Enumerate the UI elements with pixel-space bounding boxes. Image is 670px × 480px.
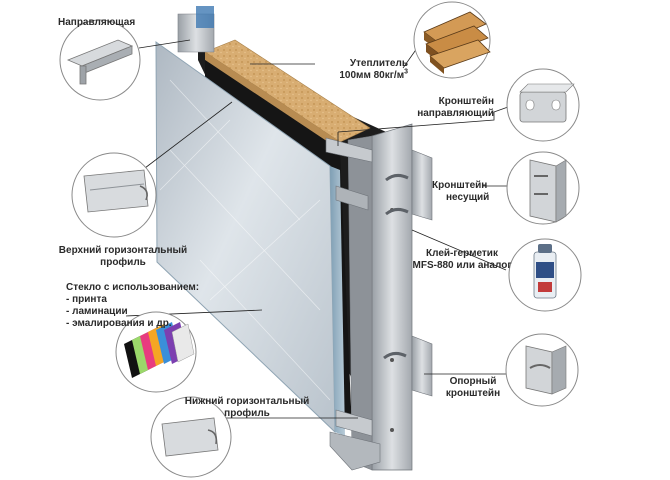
label-guide-bracket-l1: Кронштейн (438, 96, 494, 107)
label-upper-profile-l1: Верхний горизонтальный (58, 245, 188, 256)
bracket-clips (383, 173, 409, 360)
label-guide: Направляющая (58, 17, 136, 28)
glass-color-samples-icon (124, 322, 195, 378)
sealant-can-icon (533, 244, 557, 299)
support-bracket-icon (525, 345, 567, 395)
label-insulation-spec-sup: 3 (404, 68, 408, 76)
label-glass-title: Стекло с использованием: (66, 282, 200, 293)
label-support-bracket: Опорный кронштейн (440, 376, 506, 400)
leader-upper-profile (144, 101, 233, 169)
leader-guide (138, 39, 191, 49)
bearing-bracket-part (411, 149, 433, 221)
label-support-bracket-l1: Опорный (449, 376, 497, 387)
leader-guide-bracket-c (337, 112, 495, 133)
glass-usage-item: - принта (66, 294, 107, 305)
label-glass: Стекло с использованием: - принта - лами… (66, 282, 199, 330)
label-bearing-bracket-l2: несущий (446, 192, 490, 203)
glass-reflections (159, 79, 331, 401)
lower-profile-foot (329, 431, 381, 471)
label-insulation-spec: 100мм 80кг/м3 (300, 68, 408, 82)
facade-assembly (155, 6, 433, 471)
vertical-post-side (347, 135, 373, 471)
label-guide-bracket: Кронштейн направляющий (414, 96, 494, 120)
label-insulation-spec-text: 100мм 80кг/м (339, 70, 405, 81)
upper-profile-clip (335, 185, 369, 211)
support-bracket-part (411, 335, 433, 397)
upper-profile-part (325, 137, 373, 163)
label-insulation-title: Утеплитель (349, 58, 408, 69)
label-upper-profile-l2: профиль (100, 257, 146, 268)
leader-lines (125, 39, 510, 419)
upper-profile-icon (83, 169, 149, 213)
label-sealant: Клей-герметик MFS-880 или аналог (412, 248, 512, 272)
lower-profile-icon (161, 417, 219, 457)
lower-profile-part (335, 409, 373, 437)
label-lower-profile-l1: Нижний горизонтальный (184, 396, 310, 407)
insulation-slab-edge (205, 52, 340, 150)
label-lower-profile-l2: профиль (224, 408, 270, 419)
leader-sealant (411, 229, 507, 271)
glass-usage-item: - ламинации (66, 306, 128, 317)
label-sealant-l2: MFS-880 или аналог (412, 260, 512, 271)
label-guide-bracket-l2: направляющий (417, 108, 494, 119)
bearing-bracket-icon (529, 159, 567, 223)
label-support-bracket-l2: кронштейн (445, 388, 501, 399)
label-upper-profile: Верхний горизонтальный профиль (48, 245, 198, 269)
label-insulation: Утеплитель 100мм 80кг/м3 (300, 58, 408, 82)
glass-panel-edge (330, 166, 345, 436)
guide-rail-icon (66, 39, 134, 85)
label-bearing-bracket-l1: Кронштейн (432, 180, 488, 191)
leader-guide-bracket-a (493, 106, 509, 113)
glass-usage-item: - эмалирования и др. (66, 318, 172, 329)
label-sealant-l1: Клей-герметик (426, 248, 498, 259)
guide-bracket-icon (519, 83, 575, 123)
label-bearing-bracket: Кронштейн несущий (432, 180, 489, 204)
guide-rail-sticker (196, 6, 214, 28)
insulation-slabs-icon (423, 11, 491, 74)
glass-usage-list: - принта - ламинации - эмалирования и др… (66, 294, 199, 330)
label-lower-profile: Нижний горизонтальный профиль (172, 396, 322, 420)
